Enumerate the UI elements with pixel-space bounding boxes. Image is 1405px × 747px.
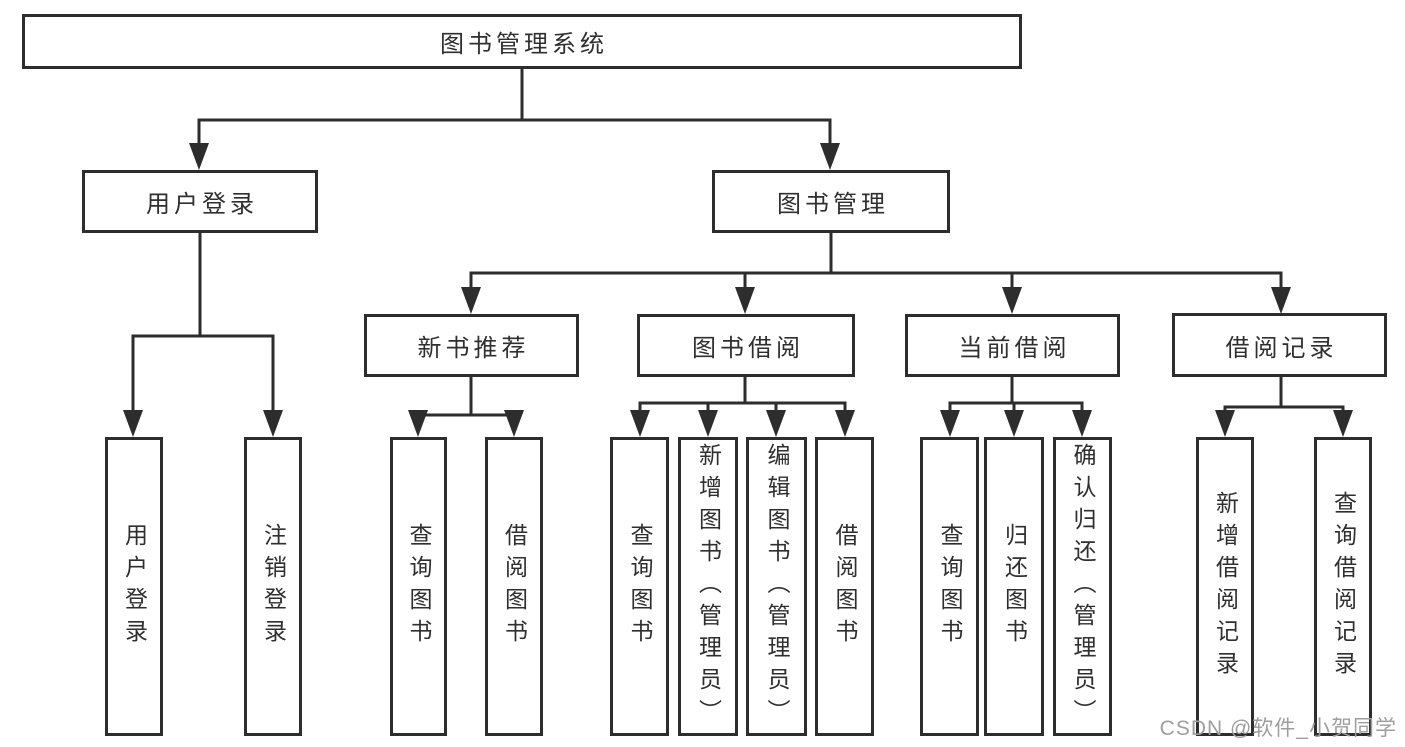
node-label: 查询借阅记录 [1330, 490, 1357, 683]
node-label: 新书推荐 [417, 335, 530, 362]
connector-borrow-records-branch [1215, 377, 1353, 437]
leaf-borrow-books-recommend: 借阅图书 [485, 437, 543, 736]
node-label: 借阅图书 [501, 522, 528, 651]
node-label: 编辑图书（管理员） [764, 442, 790, 731]
node-new-book-recommend: 新书推荐 [364, 314, 579, 377]
connector-book-borrow-branch [630, 377, 855, 437]
leaf-query-books-recommend: 查询图书 [390, 437, 447, 736]
leaf-user-login: 用户登录 [105, 437, 163, 736]
leaf-query-books-borrow: 查询图书 [610, 437, 669, 736]
node-library-management-system: 图书管理系统 [22, 14, 1022, 69]
node-label: 查询图书 [406, 522, 432, 651]
node-label: 归还图书 [1001, 522, 1028, 651]
node-label: 图书管理 [777, 191, 889, 218]
node-label: 借阅记录 [1225, 334, 1338, 362]
leaf-logout: 注销登录 [244, 437, 302, 736]
csdn-watermark: CSDN @软件_小贺同学 [1159, 717, 1397, 740]
node-label: 查询图书 [937, 522, 963, 651]
leaf-query-borrow-record: 查询借阅记录 [1314, 437, 1372, 736]
connector-new-book-branch [408, 377, 524, 437]
node-current-borrow: 当前借阅 [905, 314, 1120, 377]
node-label: 确认归还（管理员） [1070, 442, 1096, 731]
connector-current-borrow-branch [940, 377, 1092, 437]
node-book-borrow: 图书借阅 [637, 314, 855, 377]
node-label: 图书借阅 [692, 335, 804, 362]
leaf-add-borrow-record: 新增借阅记录 [1196, 437, 1254, 736]
node-label: 图书管理系统 [440, 31, 608, 58]
leaf-add-books-admin: 新增图书（管理员） [678, 437, 738, 736]
node-book-management: 图书管理 [712, 170, 950, 233]
leaf-return-books: 归还图书 [984, 437, 1044, 736]
node-label: 借阅图书 [832, 522, 858, 651]
node-label: 新增图书（管理员） [695, 442, 722, 731]
node-label: 用户登录 [121, 522, 148, 651]
leaf-query-books-current: 查询图书 [920, 437, 979, 736]
node-user-login: 用户登录 [82, 170, 318, 233]
node-label: 当前借阅 [958, 335, 1071, 362]
connector-user-login-branch [123, 232, 283, 437]
node-borrow-records: 借阅记录 [1172, 313, 1387, 377]
node-label: 注销登录 [260, 522, 287, 651]
connector-book-management-branch [461, 232, 1291, 314]
leaf-borrow-books: 借阅图书 [815, 437, 874, 736]
leaf-confirm-return-admin: 确认归还（管理员） [1053, 437, 1112, 736]
connector-root-to-level2 [189, 68, 840, 170]
leaf-edit-books-admin: 编辑图书（管理员） [746, 437, 807, 736]
node-label: 用户登录 [146, 191, 258, 218]
node-label: 新增借阅记录 [1212, 490, 1239, 683]
node-label: 查询图书 [627, 522, 653, 651]
